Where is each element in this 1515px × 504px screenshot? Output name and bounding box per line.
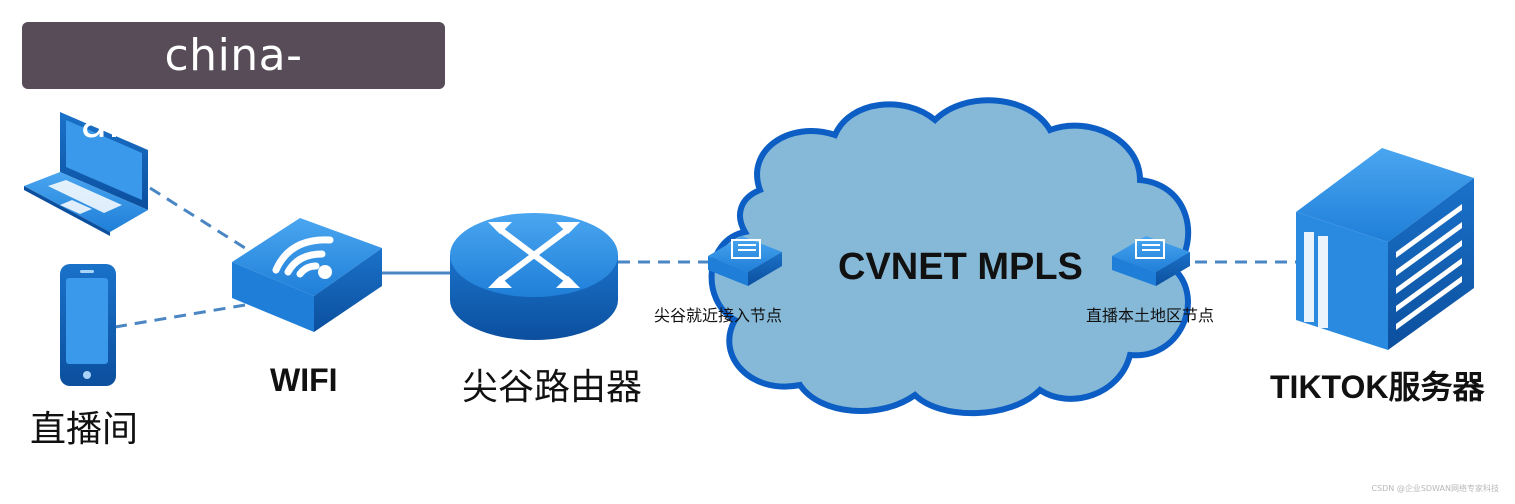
server-label-text: TIKTOK服务器	[1270, 369, 1485, 405]
link-laptop-wifi	[149, 186, 246, 250]
wifi-router-icon	[232, 218, 382, 332]
router-label: 尖谷路由器	[462, 367, 643, 408]
wifi-label: WIFI	[270, 362, 338, 398]
laptop-icon	[24, 112, 148, 236]
access-switch-icon	[708, 236, 782, 286]
local-node-label: 直播本土地区节点	[1086, 306, 1215, 325]
links	[114, 186, 1300, 329]
link-phone-wifi	[114, 303, 246, 329]
server-label: TIKTOK服务器	[1270, 362, 1485, 408]
phone-icon	[60, 264, 116, 386]
source-credit: CSDN @企业SDWAN网络专家科技	[1371, 484, 1499, 493]
server-icon	[1296, 148, 1474, 350]
core-router-icon	[450, 213, 618, 340]
watermark-banner: china-anboapp.com	[22, 22, 445, 148]
cloud-label: CVNET MPLS	[838, 246, 1083, 288]
access-node-label: 尖谷就近接入节点	[654, 306, 783, 325]
local-switch-icon	[1112, 236, 1190, 286]
mpls-cloud	[708, 97, 1192, 417]
live-room-label: 直播间	[30, 409, 139, 450]
